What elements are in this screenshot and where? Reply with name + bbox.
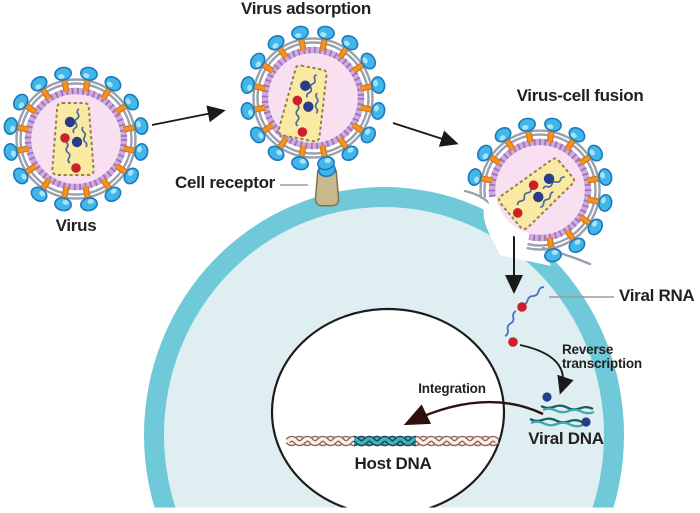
rna-squiggle [305,73,317,98]
host-dna-strand [285,435,500,447]
envelope-spike [12,163,38,185]
envelope-spike [240,76,267,94]
core-protein-dot [512,208,523,218]
label-virus: Virus [55,216,97,235]
virus-fusing [467,117,613,263]
rna-squiggle [540,191,554,208]
envelope-spike [12,93,38,115]
envelope-spike [518,117,536,144]
envelope-spike [30,75,52,101]
nucleus [270,307,506,513]
arrow-integration [403,400,544,426]
label-viral-dna: Viral DNA [528,429,604,448]
label-virus-cell-fusion: Virus-cell fusion [516,86,644,105]
virus-adsorbed [240,25,386,171]
capsid [498,157,576,231]
envelope-spike [122,117,149,135]
envelope-spike [267,34,289,60]
virus-free [3,66,149,212]
envelope-spike [578,144,604,166]
label-host-dna: Host DNA [354,454,432,473]
envelope-spike [54,185,72,212]
label-reverse-transcription: Reverse transcription [562,342,642,372]
envelope-spike [586,168,613,186]
envelope-spike [3,143,30,161]
core-protein-dot [64,116,76,128]
envelope-spike [100,177,122,203]
envelope-spike [54,66,72,93]
arrow-to-adsorption [151,105,226,126]
envelope-spike [586,194,613,212]
envelope-spike [317,144,335,171]
bottom-margin [0,507,700,513]
core-protein-dot [60,133,70,143]
envelope-spike [291,25,309,52]
capsid [277,64,328,143]
label-viral-rna: Viral RNA [619,286,695,305]
envelope-spike [249,122,275,144]
envelope-spike [337,34,359,60]
core-protein-dot [71,163,81,173]
envelope-spike [564,228,586,254]
envelope-spike [267,136,289,162]
core-protein-dot [297,127,308,137]
envelope-spike [359,102,386,120]
envelope-spike [291,144,309,171]
capsid [51,102,95,176]
rna-squiggle [542,176,566,190]
core-protein-dot [533,191,544,203]
label-integration: Integration [418,381,486,396]
envelope-spike [114,163,140,185]
label-virus-adsorption: Virus adsorption [241,0,371,18]
envelope-spike [122,143,149,161]
envelope-spike [80,66,98,93]
core-protein-dot [292,95,303,106]
envelope-spike [544,236,562,263]
envelope-spike [114,93,140,115]
label-cell-receptor: Cell receptor [174,173,275,192]
envelope-spike [30,177,52,203]
integrated-viral-dna [354,435,416,447]
envelope-spike [249,52,275,74]
envelope-spike [578,214,604,236]
core-protein-dot [528,180,539,191]
core-protein-dot [71,136,83,148]
envelope-spike [3,117,30,135]
rna-squiggle [81,126,88,148]
envelope-spike [317,25,335,52]
envelope-spike [476,144,502,166]
rna-squiggle [314,92,319,114]
envelope-spike [100,75,122,101]
envelope-spike [494,126,516,152]
envelope-spike [351,122,377,144]
envelope-spike [359,76,386,94]
envelope-spike [564,126,586,152]
envelope-spike [467,168,494,186]
envelope-spike [337,136,359,162]
arrow-to-fusion [392,122,459,147]
rna-squiggle [72,108,80,134]
core-protein-dot [300,80,311,91]
core-protein-dot [303,101,314,112]
viral-rna-strand [504,286,545,347]
envelope-spike [351,52,377,74]
arrow-reverse-transcription [519,344,574,395]
viral-dna-strands [529,392,595,428]
envelope-spike [544,117,562,144]
core-protein-dot [543,173,555,184]
